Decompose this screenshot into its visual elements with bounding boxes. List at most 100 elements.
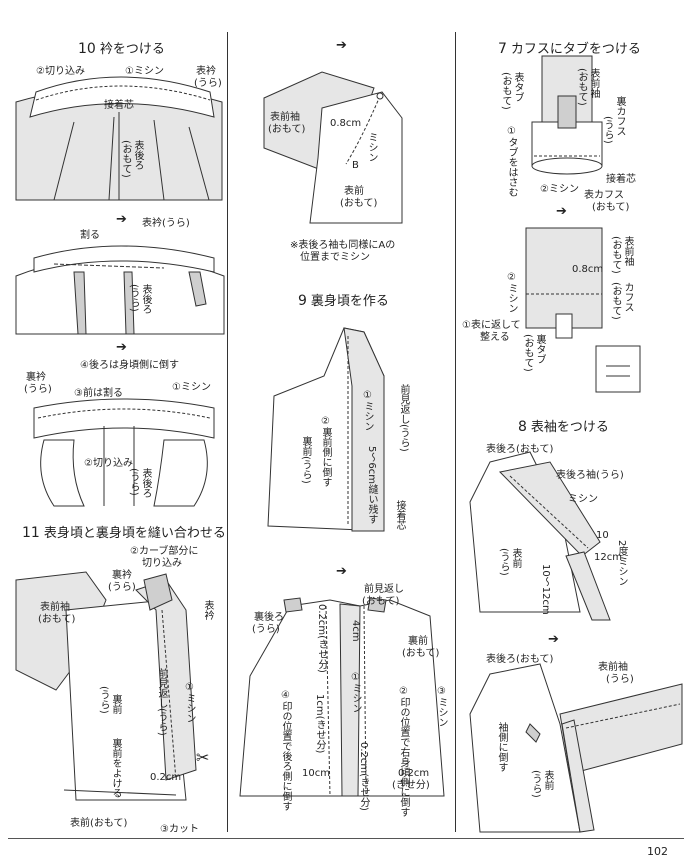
label: 4cm bbox=[350, 620, 361, 642]
label: 0.2cm bbox=[398, 768, 430, 779]
label: (うら) bbox=[602, 116, 613, 144]
label: 表前袖 bbox=[588, 68, 599, 98]
label: 表後ろ(おもて) bbox=[486, 654, 554, 665]
label: B bbox=[352, 160, 359, 171]
page-number: 102 bbox=[647, 845, 668, 858]
label: (おもて) bbox=[402, 648, 440, 659]
label: 表後ろ袖(うら) bbox=[556, 470, 624, 481]
label: 接着芯 bbox=[394, 500, 405, 530]
label: 1cm(きせ分) bbox=[314, 694, 325, 754]
label: ②カーブ部分に bbox=[130, 546, 199, 557]
label: 裏衿 bbox=[26, 372, 46, 383]
label: (おもて) bbox=[610, 236, 621, 274]
label: 裏カフス bbox=[614, 96, 625, 136]
label: 接着芯 bbox=[104, 100, 134, 111]
label: ①ミシン bbox=[350, 672, 361, 713]
figure-collar-attach-2 bbox=[15, 245, 225, 335]
figure-sleeve-attach-1 bbox=[469, 451, 611, 621]
label: (おもて) bbox=[340, 198, 378, 209]
label: ミシン bbox=[568, 494, 598, 505]
label: 整える bbox=[480, 332, 510, 343]
label: ①ミシン bbox=[362, 390, 373, 431]
label: (おもて) bbox=[610, 282, 621, 320]
label: 0.2cm(きせ分) bbox=[316, 604, 327, 673]
label: (おもて) bbox=[500, 72, 511, 110]
label: ①ミシン bbox=[172, 382, 211, 393]
label: 表前 bbox=[344, 186, 364, 197]
figure-collar-attach-1 bbox=[15, 76, 223, 201]
arrow-down: ➔ bbox=[116, 340, 127, 355]
label: 5〜6cm縫い残す bbox=[366, 446, 377, 524]
label: ②ミシン bbox=[506, 272, 517, 313]
arrow-down: ➔ bbox=[556, 204, 567, 219]
label: (おもて) bbox=[120, 140, 131, 178]
label: 表前袖 bbox=[598, 662, 628, 673]
label: ③前は割る bbox=[74, 388, 123, 399]
label: ②裏前側に倒す bbox=[320, 416, 331, 487]
label: 裏前をよける bbox=[110, 738, 121, 798]
label: ③ミシン bbox=[436, 686, 447, 727]
label: 袖側に倒す bbox=[496, 722, 507, 772]
label: 裏前 bbox=[408, 636, 428, 647]
label: 12cm bbox=[594, 552, 622, 563]
figure-sleeve-attach-2 bbox=[469, 663, 683, 833]
label: ③カット bbox=[160, 824, 199, 835]
figure-cuff-detail bbox=[595, 345, 641, 393]
figure-lining-front bbox=[267, 327, 385, 532]
note: ※表後ろ袖も同様にAの bbox=[290, 240, 396, 251]
note: 位置までミシン bbox=[300, 252, 370, 263]
label: 裏前(うら) bbox=[300, 436, 311, 484]
label: 裏前 bbox=[110, 694, 121, 714]
figure-cuff-tab-2 bbox=[525, 227, 603, 339]
label: ②切り込み bbox=[36, 66, 85, 77]
scissors-icon: ✂ bbox=[196, 748, 210, 767]
label: (おもて) bbox=[592, 202, 630, 213]
label: (おもて) bbox=[576, 68, 587, 106]
label: (うら) bbox=[98, 686, 109, 714]
arrow-down: ➔ bbox=[336, 38, 347, 53]
label: 表後ろ bbox=[140, 284, 151, 314]
label: (うら) bbox=[606, 674, 634, 685]
label: 0.2cm(きせ分) bbox=[358, 742, 369, 811]
label: ①表に返して bbox=[462, 320, 521, 331]
label: ②印の位置で右身頃側に倒す bbox=[398, 686, 409, 817]
arrow-down: ➔ bbox=[336, 564, 347, 579]
arrow-down: ➔ bbox=[116, 212, 127, 227]
label: ④印の位置で後ろ側に倒す bbox=[280, 690, 291, 811]
label: 10〜12cm bbox=[540, 564, 551, 615]
figure-body-sewing bbox=[15, 571, 197, 801]
label: 表カフス bbox=[584, 190, 624, 201]
label: ①ミシン bbox=[184, 682, 195, 723]
label: 表タブ bbox=[512, 72, 523, 102]
label: (うら) bbox=[108, 582, 136, 593]
label: 裏後ろ bbox=[254, 612, 284, 623]
column-divider-right bbox=[455, 32, 456, 832]
label: 割る bbox=[80, 230, 100, 241]
label: (うら) bbox=[194, 78, 222, 89]
label: 表後ろ(おもて) bbox=[486, 444, 554, 455]
label: (うら) bbox=[128, 284, 139, 312]
label: 2度ミシン bbox=[616, 540, 627, 587]
figure-sleeve-front bbox=[263, 71, 403, 224]
label: ④後ろは身頃側に倒す bbox=[80, 360, 179, 371]
label: 表前袖 bbox=[622, 236, 633, 266]
label: 表前 bbox=[542, 770, 553, 790]
label: ミシン bbox=[366, 132, 377, 162]
label: 前見返し(うら) bbox=[398, 384, 409, 452]
label: 前見返し(うら) bbox=[156, 668, 167, 736]
figure-lining-assembled bbox=[239, 597, 445, 797]
label: 裏タブ bbox=[534, 334, 545, 364]
label: (おもて) bbox=[522, 334, 533, 372]
label: 10 bbox=[596, 530, 609, 541]
label: 表後ろ bbox=[140, 468, 151, 498]
arrow-down: ➔ bbox=[548, 632, 559, 647]
label: 0.8cm bbox=[330, 118, 362, 129]
label: ②切り込み bbox=[84, 458, 133, 469]
label: 表衿 bbox=[196, 66, 216, 77]
label: 0.8cm bbox=[572, 264, 604, 275]
column-divider-left bbox=[227, 32, 228, 832]
